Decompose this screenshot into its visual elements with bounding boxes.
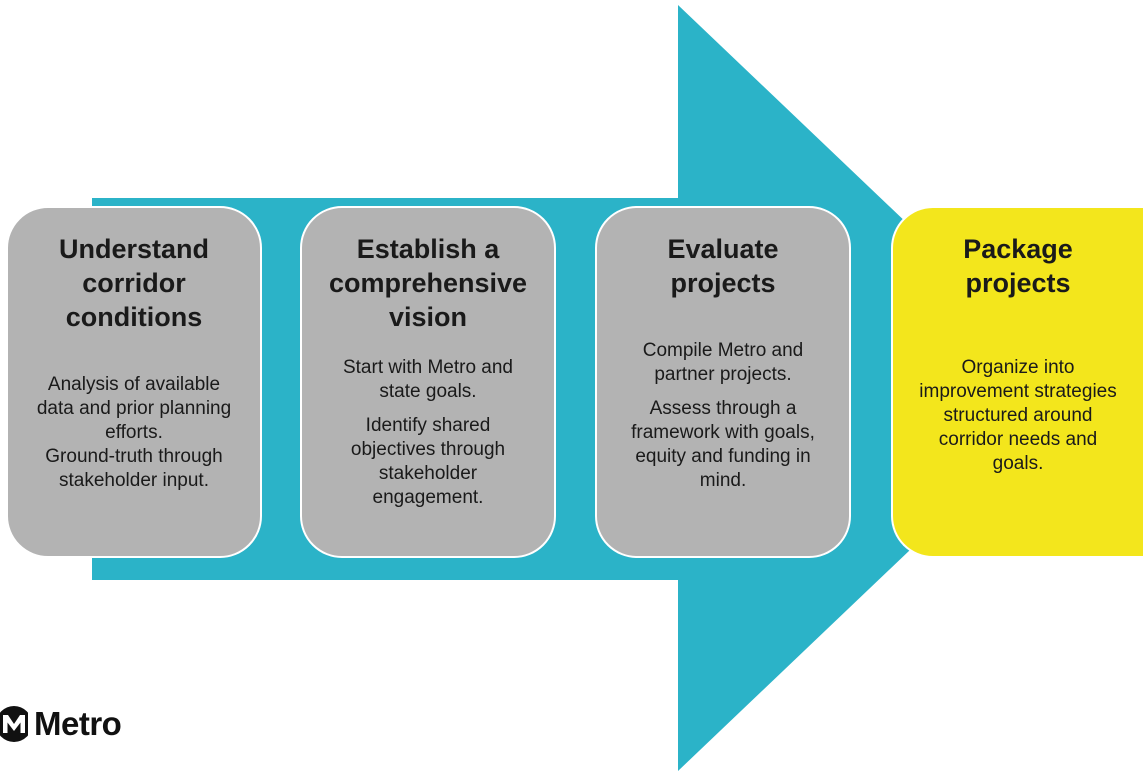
step-text: Identify shared objectives through stake… [350,415,506,508]
step-text: Assess through a framework with goals, e… [631,398,815,491]
step-text: Start with Metro and state goals. [342,357,514,402]
step-title: Package projects [963,234,1073,298]
step-text: Compile Metro and partner projects. [642,340,804,385]
step-text: Organize into improvement strategies str… [919,357,1117,474]
step-text: Ground-truth through stakeholder input. [45,446,223,491]
step-package: Package projects Organize into improveme… [891,206,1143,558]
metro-logo-text: Metro [34,705,122,742]
step-title: Evaluate projects [667,234,779,298]
step-body: Start with Metro and state goals. Identi… [316,334,540,532]
step-body: Organize into improvement strategies str… [907,300,1129,532]
step-text: Analysis of available data and prior pla… [36,374,232,443]
metro-logo: Metro [0,704,122,744]
step-body: Compile Metro and partner projects. Asse… [611,300,835,532]
step-title: Understand corridor conditions [58,234,210,332]
step-evaluate: Evaluate projects Compile Metro and part… [595,206,851,558]
metro-m-icon [0,705,28,743]
step-establish: Establish a comprehensive vision Start w… [300,206,556,558]
step-body: Analysis of available data and prior pla… [22,334,246,532]
step-understand: Understand corridor conditions Analysis … [6,206,262,558]
step-title: Establish a comprehensive vision [328,234,528,332]
arrow-shape [92,5,1080,771]
